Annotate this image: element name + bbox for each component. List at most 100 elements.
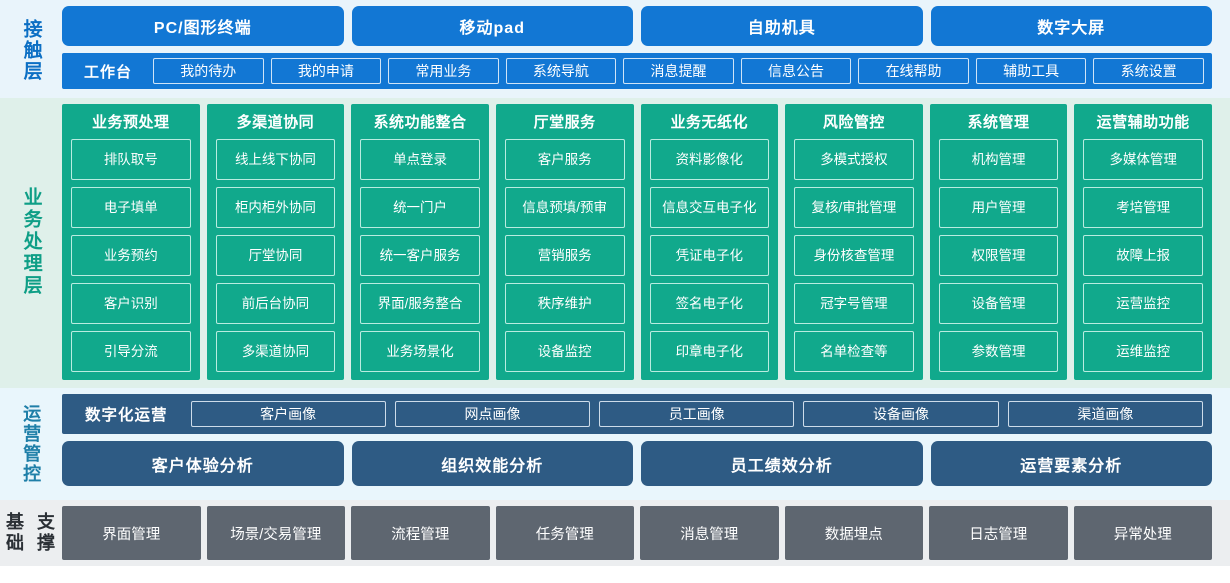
portrait-employee[interactable]: 员工画像 xyxy=(599,401,795,427)
business-item-review-approval[interactable]: 复核/审批管理 xyxy=(794,187,914,228)
business-column-multichannel: 多渠道协同 线上线下协同 柜内柜外协同 厅堂协同 前后台协同 多渠道协同 xyxy=(206,104,345,380)
business-item-multichannel-sync[interactable]: 多渠道协同 xyxy=(215,331,336,372)
portrait-device[interactable]: 设备画像 xyxy=(803,401,999,427)
business-item-sso[interactable]: 单点登录 xyxy=(360,139,480,180)
layer-business-body: 业务预处理 排队取号 电子填单 业务预约 客户识别 引导分流 多渠道协同 线上线… xyxy=(62,104,1230,380)
business-item-online-offline-sync[interactable]: 线上线下协同 xyxy=(215,139,336,180)
layer-operations-body: 数字化运营 客户画像 网点画像 员工画像 设备画像 渠道画像 客户体验分析 组织… xyxy=(62,394,1230,494)
business-item-operation-monitor[interactable]: 运营监控 xyxy=(1083,283,1203,324)
business-item-front-back-sync[interactable]: 前后台协同 xyxy=(215,283,336,324)
column-items: 单点登录 统一门户 统一客户服务 界面/服务整合 业务场景化 xyxy=(360,139,480,372)
base-item-task-mgmt[interactable]: 任务管理 xyxy=(495,506,634,560)
analysis-customer-experience[interactable]: 客户体验分析 xyxy=(62,441,344,486)
business-column-row: 业务预处理 排队取号 电子填单 业务预约 客户识别 引导分流 多渠道协同 线上线… xyxy=(62,104,1230,380)
base-item-log-mgmt[interactable]: 日志管理 xyxy=(929,506,1068,560)
business-column-operation-support: 运营辅助功能 多媒体管理 考培管理 故障上报 运营监控 运维监控 xyxy=(1074,104,1212,380)
analysis-org-efficiency[interactable]: 组织效能分析 xyxy=(351,441,633,486)
workbench-item-system-settings[interactable]: 系统设置 xyxy=(1093,58,1204,84)
business-item-user-mgmt[interactable]: 用户管理 xyxy=(938,187,1059,228)
business-item-marketing-service[interactable]: 营销服务 xyxy=(504,235,625,276)
business-item-permission-mgmt[interactable]: 权限管理 xyxy=(938,235,1059,276)
business-item-business-scenario[interactable]: 业务场景化 xyxy=(360,331,480,372)
portrait-branch[interactable]: 网点画像 xyxy=(394,401,591,427)
business-item-prefill-prereview[interactable]: 信息预填/预审 xyxy=(504,187,625,228)
column-title: 多渠道协同 xyxy=(236,114,315,131)
column-items: 客户服务 信息预填/预审 营销服务 秩序维护 设备监控 xyxy=(504,139,625,372)
business-item-signature-digital[interactable]: 签名电子化 xyxy=(649,283,770,324)
layer-base-support-label: 基础 支撑 xyxy=(0,506,62,560)
business-item-document-imaging[interactable]: 资料影像化 xyxy=(649,139,770,180)
analysis-employee-performance[interactable]: 员工绩效分析 xyxy=(641,441,923,486)
column-title: 系统功能整合 xyxy=(373,114,467,131)
layer-touch-body: PC/图形终端 移动pad 自助机具 数字大屏 工作台 我的待办 我的申请 常用… xyxy=(62,6,1230,94)
workbench-item-online-help[interactable]: 在线帮助 xyxy=(858,58,969,84)
column-items: 多媒体管理 考培管理 故障上报 运营监控 运维监控 xyxy=(1083,139,1203,372)
business-item-training-mgmt[interactable]: 考培管理 xyxy=(1083,187,1203,228)
business-item-lobby-sync[interactable]: 厅堂协同 xyxy=(215,235,336,276)
base-item-ui-mgmt[interactable]: 界面管理 xyxy=(62,506,201,560)
business-item-device-monitor[interactable]: 设备监控 xyxy=(504,331,625,372)
business-column-system-mgmt: 系统管理 机构管理 用户管理 权限管理 设备管理 参数管理 xyxy=(929,104,1068,380)
layer-business-label: 业务处理层 xyxy=(20,187,42,297)
analysis-row: 客户体验分析 组织效能分析 员工绩效分析 运营要素分析 xyxy=(62,441,1212,486)
base-support-row: 界面管理 场景/交易管理 流程管理 任务管理 消息管理 数据埋点 日志管理 异常… xyxy=(62,506,1212,560)
business-item-queue-ticket[interactable]: 排队取号 xyxy=(71,139,191,180)
business-item-order-maintenance[interactable]: 秩序维护 xyxy=(504,283,625,324)
business-item-guidance-split[interactable]: 引导分流 xyxy=(71,331,191,372)
base-item-data-tracking[interactable]: 数据埋点 xyxy=(784,506,923,560)
business-item-voucher-digital[interactable]: 凭证电子化 xyxy=(649,235,770,276)
workbench-item-common-business[interactable]: 常用业务 xyxy=(388,58,499,84)
analysis-operation-elements[interactable]: 运营要素分析 xyxy=(930,441,1212,486)
base-item-message-mgmt[interactable]: 消息管理 xyxy=(640,506,779,560)
portrait-customer[interactable]: 客户画像 xyxy=(190,401,386,427)
business-item-parameter-mgmt[interactable]: 参数管理 xyxy=(938,331,1059,372)
touch-channel-digital-screen[interactable]: 数字大屏 xyxy=(930,6,1212,46)
business-item-customer-service[interactable]: 客户服务 xyxy=(504,139,625,180)
workbench-item-system-nav[interactable]: 系统导航 xyxy=(505,58,617,84)
column-title: 风险管控 xyxy=(822,114,885,131)
business-item-fault-report[interactable]: 故障上报 xyxy=(1083,235,1203,276)
business-item-info-exchange-digital[interactable]: 信息交互电子化 xyxy=(649,187,770,228)
workbench-item-message-alert[interactable]: 消息提醒 xyxy=(623,58,734,84)
business-item-unified-portal[interactable]: 统一门户 xyxy=(360,187,480,228)
digital-operations-row: 数字化运营 客户画像 网点画像 员工画像 设备画像 渠道画像 xyxy=(62,394,1212,434)
workbench-item-aux-tools[interactable]: 辅助工具 xyxy=(975,58,1087,84)
touch-channel-mobile-pad[interactable]: 移动pad xyxy=(351,6,633,46)
business-item-serial-number-mgmt[interactable]: 冠字号管理 xyxy=(794,283,914,324)
base-item-process-mgmt[interactable]: 流程管理 xyxy=(351,506,490,560)
touch-channel-self-service[interactable]: 自助机具 xyxy=(641,6,923,46)
workbench-item-announcement[interactable]: 信息公告 xyxy=(740,58,852,84)
column-title: 厅堂服务 xyxy=(533,114,596,131)
business-item-e-form[interactable]: 电子填单 xyxy=(71,187,191,228)
business-item-identity-verification[interactable]: 身份核查管理 xyxy=(794,235,914,276)
business-item-org-mgmt[interactable]: 机构管理 xyxy=(938,139,1059,180)
business-item-multimode-authorization[interactable]: 多模式授权 xyxy=(794,139,914,180)
workbench-item-my-application[interactable]: 我的申请 xyxy=(270,58,382,84)
portrait-channel[interactable]: 渠道画像 xyxy=(1007,401,1203,427)
business-item-seal-digital[interactable]: 印章电子化 xyxy=(649,331,770,372)
digital-operations-label: 数字化运营 xyxy=(85,407,168,424)
column-title: 系统管理 xyxy=(967,114,1030,131)
layer-base-support-body: 界面管理 场景/交易管理 流程管理 任务管理 消息管理 数据埋点 日志管理 异常… xyxy=(62,506,1230,560)
business-item-list-check[interactable]: 名单检查等 xyxy=(794,331,914,372)
business-item-appointment[interactable]: 业务预约 xyxy=(71,235,191,276)
business-item-ui-service-integration[interactable]: 界面/服务整合 xyxy=(360,283,480,324)
layer-base-support: 基础 支撑 界面管理 场景/交易管理 流程管理 任务管理 消息管理 数据埋点 日… xyxy=(0,500,1230,566)
column-items: 线上线下协同 柜内柜外协同 厅堂协同 前后台协同 多渠道协同 xyxy=(215,139,336,372)
business-item-counter-sync[interactable]: 柜内柜外协同 xyxy=(215,187,336,228)
business-item-device-mgmt[interactable]: 设备管理 xyxy=(938,283,1059,324)
column-title: 运营辅助功能 xyxy=(1096,114,1190,131)
business-item-maintenance-monitor[interactable]: 运维监控 xyxy=(1083,331,1203,372)
touch-channel-row: PC/图形终端 移动pad 自助机具 数字大屏 xyxy=(62,6,1230,46)
base-item-exception-handling[interactable]: 异常处理 xyxy=(1073,506,1212,560)
business-item-unified-customer-service[interactable]: 统一客户服务 xyxy=(360,235,480,276)
workbench-item-my-todo[interactable]: 我的待办 xyxy=(153,58,264,84)
business-item-customer-id[interactable]: 客户识别 xyxy=(71,283,191,324)
layer-touch: 接触层 PC/图形终端 移动pad 自助机具 数字大屏 工作台 我的待办 我的申… xyxy=(0,0,1230,98)
workbench-row: 工作台 我的待办 我的申请 常用业务 系统导航 消息提醒 信息公告 在线帮助 辅… xyxy=(62,53,1212,89)
layer-operations: 运营管控 数字化运营 客户画像 网点画像 员工画像 设备画像 渠道画像 客户体验… xyxy=(0,388,1230,500)
base-item-scenario-transaction-mgmt[interactable]: 场景/交易管理 xyxy=(206,506,345,560)
touch-channel-pc[interactable]: PC/图形终端 xyxy=(62,6,344,46)
business-item-multimedia-mgmt[interactable]: 多媒体管理 xyxy=(1083,139,1203,180)
